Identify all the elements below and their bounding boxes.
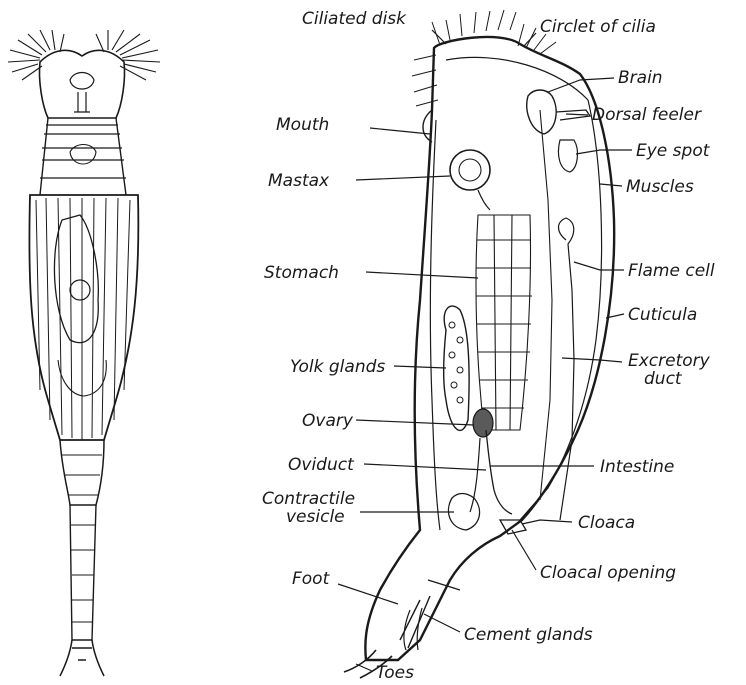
- label-cloacal-opening: Cloacal opening: [540, 563, 676, 583]
- left-trunk: [29, 195, 138, 440]
- labels: Ciliated disk Circlet of cilia Brain Dor…: [262, 9, 715, 683]
- label-toes: Toes: [376, 663, 414, 683]
- label-cloaca: Cloaca: [578, 513, 635, 533]
- label-yolk-glands: Yolk glands: [290, 357, 385, 377]
- mastax: [450, 150, 490, 190]
- label-brain: Brain: [618, 68, 663, 88]
- rotifer-dorsal-view: [8, 30, 160, 676]
- label-circlet-of-cilia: Circlet of cilia: [540, 17, 656, 37]
- label-cuticula: Cuticula: [628, 305, 697, 325]
- label-stomach: Stomach: [264, 263, 339, 283]
- label-excretory: Excretory: [628, 351, 711, 371]
- left-cilia-tuft: [8, 30, 64, 80]
- label-oviduct: Oviduct: [288, 455, 355, 475]
- label-intestine: Intestine: [600, 457, 674, 477]
- left-head: [39, 50, 124, 118]
- ovary: [473, 409, 493, 437]
- label-foot: Foot: [292, 569, 331, 589]
- intestine: [486, 430, 512, 514]
- label-ciliated-disk: Ciliated disk: [302, 9, 407, 29]
- label-cement-glands: Cement glands: [464, 625, 593, 645]
- label-contractile: Contractile: [262, 489, 355, 509]
- label-dorsal-feeler: Dorsal feeler: [592, 105, 702, 125]
- label-eye-spot: Eye spot: [636, 141, 711, 161]
- label-flame-cell: Flame cell: [628, 261, 715, 281]
- label-muscles: Muscles: [626, 177, 694, 197]
- label-duct: duct: [644, 369, 683, 389]
- left-toes: [60, 640, 104, 676]
- label-ovary: Ovary: [302, 411, 354, 431]
- label-mastax: Mastax: [268, 171, 330, 191]
- yolk-glands: [444, 306, 469, 430]
- right-cilia-tuft: [96, 30, 160, 80]
- stomach: [476, 215, 532, 430]
- label-mouth: Mouth: [276, 115, 329, 135]
- label-vesicle: vesicle: [286, 507, 345, 527]
